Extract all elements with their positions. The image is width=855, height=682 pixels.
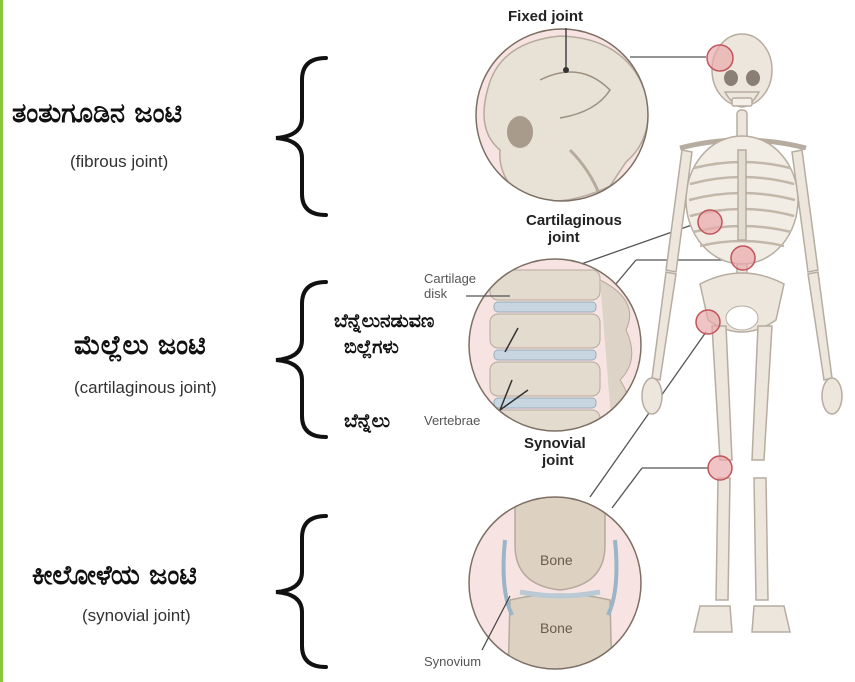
- bone-label-lower: Bone: [540, 620, 573, 636]
- synovial-joint-circle: [469, 490, 641, 680]
- vertebra-kannada-label: ಬೆನ್ನೆಲು: [344, 408, 390, 434]
- bracket-fibrous: [276, 58, 326, 215]
- cartilage-disk-label-line1: Cartilage: [424, 272, 476, 286]
- bracket-synovial: [276, 516, 326, 667]
- cartilage-disk-label-line2: disk: [424, 287, 447, 301]
- fixed-joint-label: Fixed joint: [508, 9, 583, 25]
- bone-label-upper: Bone: [540, 552, 573, 568]
- accent-stripe: [0, 0, 3, 682]
- fibrous-joint-kannada-label: ತಂತುಗೂಡಿನ ಜಂಟಿ: [12, 98, 182, 130]
- intervertebral-disc-kannada-line1: ಬೆನ್ನೆಲುನಡುವಣ: [334, 308, 434, 334]
- brackets: [276, 58, 326, 667]
- synovium-label: Synovium: [424, 655, 481, 669]
- cartilaginous-joint-circle: [466, 259, 641, 440]
- skeleton: [642, 34, 842, 632]
- cartilaginous-joint-english-label: (cartilaginous joint): [74, 378, 217, 398]
- synovial-joint-label-line1: Synovial: [524, 436, 586, 452]
- cartilaginous-joint-label-line1: Cartilaginous: [526, 213, 622, 229]
- bracket-cartilaginous: [276, 282, 326, 437]
- fixed-joint-circle: [476, 28, 649, 201]
- fibrous-joint-english-label: (fibrous joint): [70, 152, 168, 172]
- synovial-joint-label-line2: joint: [542, 453, 574, 469]
- synovial-joint-english-label: (synovial joint): [82, 606, 191, 626]
- vertebrae-label: Vertebrae: [424, 414, 480, 428]
- synovial-joint-kannada-label: ಕೀಲೋಳೆಯ ಜಂಟಿ: [32, 560, 197, 592]
- intervertebral-disc-kannada-line2: ಬಿಲ್ಲೆಗಳು: [344, 334, 399, 360]
- cartilaginous-joint-label-line2: joint: [548, 230, 580, 246]
- cartilaginous-joint-kannada-label: ಮೆಲ್ಲೆಲು ಜಂಟಿ: [74, 330, 206, 362]
